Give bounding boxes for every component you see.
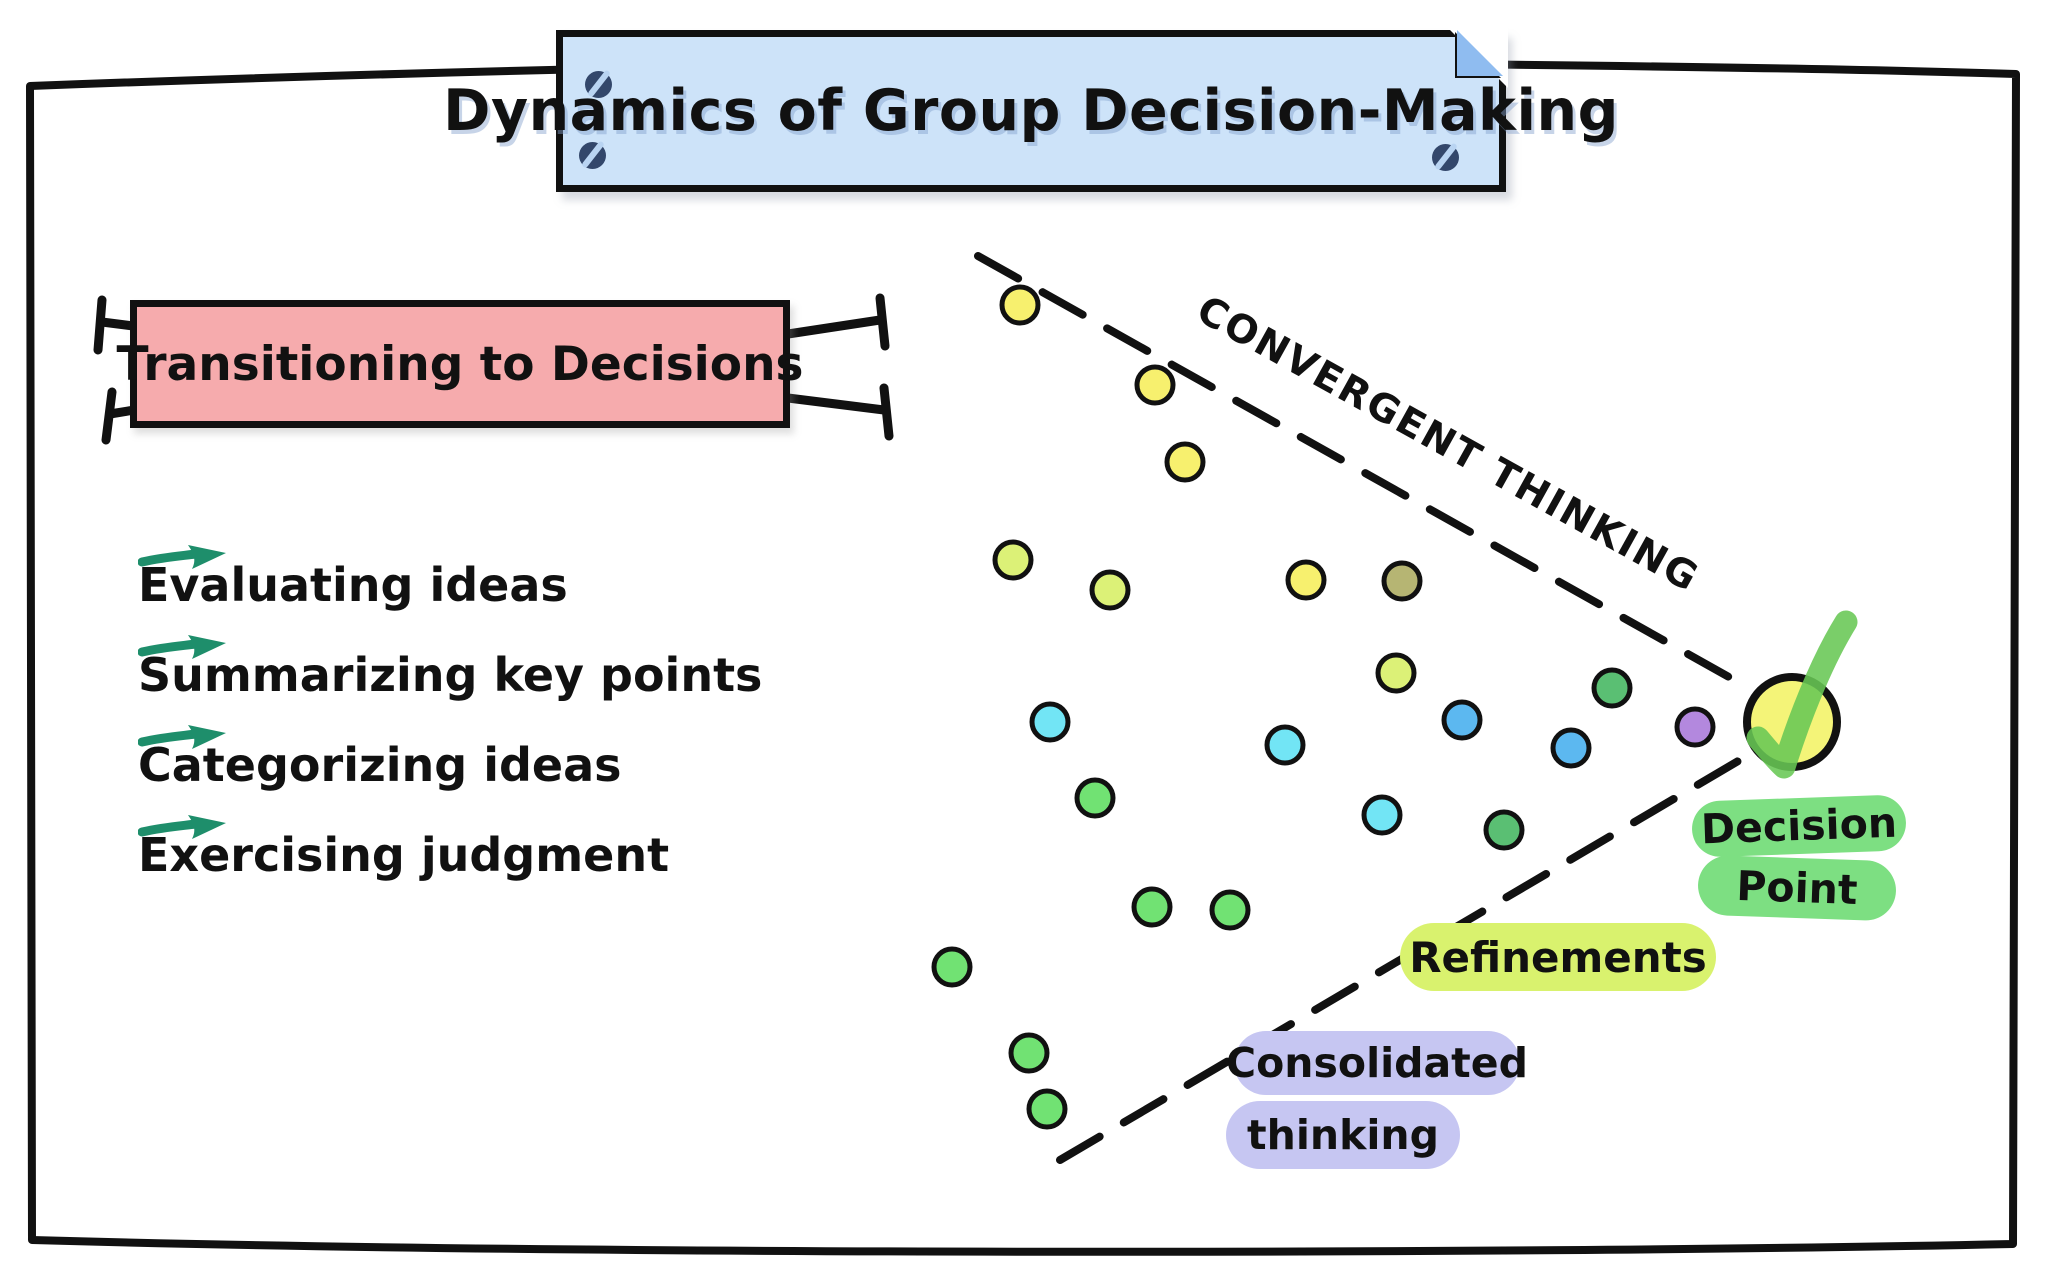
section-title: Transitioning to Decisions	[116, 336, 804, 392]
idea-dot-green	[1008, 1032, 1050, 1074]
screw-icon	[1432, 144, 1459, 171]
idea-dot-teal_green	[1483, 809, 1525, 851]
bullet-label: Categorizing ideas	[138, 738, 622, 792]
thinking-text: thinking	[1247, 1111, 1439, 1159]
idea-dot-yellow	[1285, 559, 1327, 601]
idea-dot-teal_green	[1591, 667, 1633, 709]
point-text: Point	[1735, 861, 1859, 915]
idea-dot-cyan	[1264, 724, 1306, 766]
section-banner: Transitioning to Decisions	[116, 300, 804, 428]
idea-dot-yellow_green	[1375, 652, 1417, 694]
idea-dot-green	[1074, 777, 1116, 819]
page-title: Dynamics of Group Decision-Making	[443, 78, 1619, 144]
consolidated-thinking-label-line1: Consolidated	[1226, 1031, 1528, 1095]
refinements-label: Refinements	[1400, 923, 1716, 991]
list-item: Summarizing key points	[138, 630, 898, 720]
title-banner: Dynamics of Group Decision-Making	[443, 28, 1618, 192]
idea-dot-yellow_green	[992, 539, 1034, 581]
bullet-label: Summarizing key points	[138, 648, 763, 702]
idea-dot-green	[931, 946, 973, 988]
checkmark-icon	[1746, 610, 1858, 779]
idea-dot-yellow_green	[1089, 569, 1131, 611]
idea-dots	[931, 284, 1716, 1130]
decision-point-label-line2: Point	[1697, 854, 1897, 922]
idea-dot-yellow	[999, 284, 1041, 326]
idea-dot-yellow	[1164, 441, 1206, 483]
idea-dot-green	[1131, 886, 1173, 928]
bullet-label: Exercising judgment	[138, 828, 670, 882]
list-item: Exercising judgment	[138, 810, 898, 900]
screw-icon	[579, 142, 606, 169]
decision-text: Decision	[1700, 798, 1898, 854]
consolidated-text: Consolidated	[1226, 1039, 1528, 1087]
bullet-list: Evaluating ideas Summarizing key points …	[138, 540, 898, 900]
fold-corner-icon	[1457, 30, 1503, 76]
arrow-right-icon	[138, 545, 226, 569]
idea-dot-purple	[1674, 706, 1716, 748]
arrow-right-icon	[138, 725, 226, 749]
idea-dot-cyan	[1029, 701, 1071, 743]
arrow-right-icon	[138, 815, 226, 839]
decision-point-label-line1: Decision	[1691, 794, 1907, 858]
screw-icon	[585, 71, 612, 98]
arrow-right-icon	[138, 635, 226, 659]
idea-dot-olive	[1381, 560, 1423, 602]
funnel-line-top	[974, 252, 1749, 690]
idea-dot-blue	[1550, 727, 1592, 769]
bullet-label: Evaluating ideas	[138, 558, 568, 612]
list-item: Categorizing ideas	[138, 720, 898, 810]
idea-dot-green	[1026, 1088, 1068, 1130]
consolidated-thinking-label-line2: thinking	[1226, 1101, 1460, 1169]
idea-dot-cyan	[1361, 794, 1403, 836]
idea-dot-green	[1209, 889, 1251, 931]
list-item: Evaluating ideas	[138, 540, 898, 630]
idea-dot-blue	[1441, 699, 1483, 741]
idea-dot-yellow	[1134, 364, 1176, 406]
refinements-text: Refinements	[1409, 932, 1707, 982]
